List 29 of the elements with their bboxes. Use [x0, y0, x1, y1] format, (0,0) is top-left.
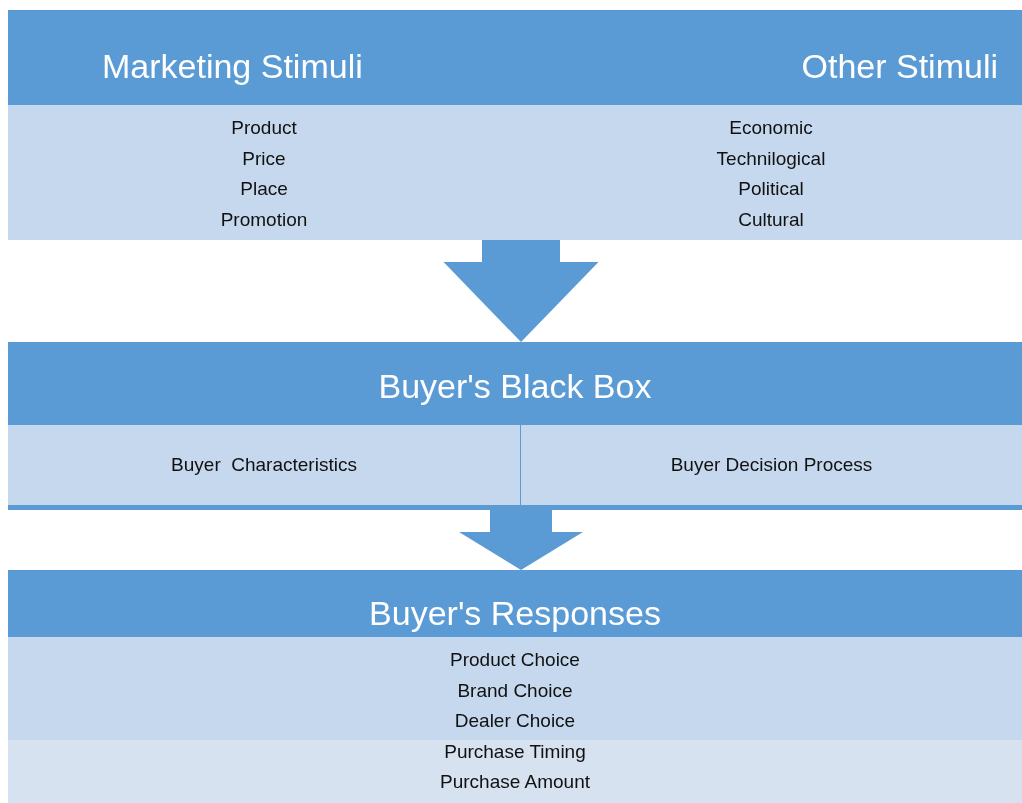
section-heading: Other Stimuli — [801, 46, 998, 86]
list-item: Dealer Choice — [454, 709, 576, 733]
list-item: Product — [231, 116, 297, 140]
section-band — [8, 570, 1022, 803]
section-heading: Buyer's Responses — [368, 593, 662, 633]
list-item: Buyer Characteristics — [171, 452, 357, 477]
section-heading: Buyer's Black Box — [377, 366, 653, 406]
list-item: Purchase Timing — [444, 739, 586, 764]
list-item: Economic — [729, 116, 813, 140]
section-band — [8, 342, 1022, 510]
list-item: Place — [240, 177, 288, 201]
list-item: Promotion — [220, 207, 308, 232]
section-band — [8, 10, 1022, 240]
list-panel — [8, 425, 520, 505]
list-item: Product Choice — [450, 648, 580, 672]
list-panel — [8, 105, 520, 240]
list-item: Political — [738, 177, 804, 201]
list-panel — [520, 105, 1022, 240]
list-item: Price — [242, 146, 286, 171]
list-item: Brand Choice — [457, 678, 573, 703]
list-panel — [8, 637, 1022, 803]
block-arrow — [459, 510, 583, 570]
list-item: Cultural — [738, 207, 804, 232]
list-item: Technilogical — [716, 146, 826, 171]
section-heading: Marketing Stimuli — [102, 46, 363, 86]
list-item: Purchase Amount — [440, 770, 590, 794]
block-arrow — [443, 240, 599, 342]
list-item: Buyer Decision Process — [670, 452, 873, 477]
list-panel — [521, 425, 1022, 505]
